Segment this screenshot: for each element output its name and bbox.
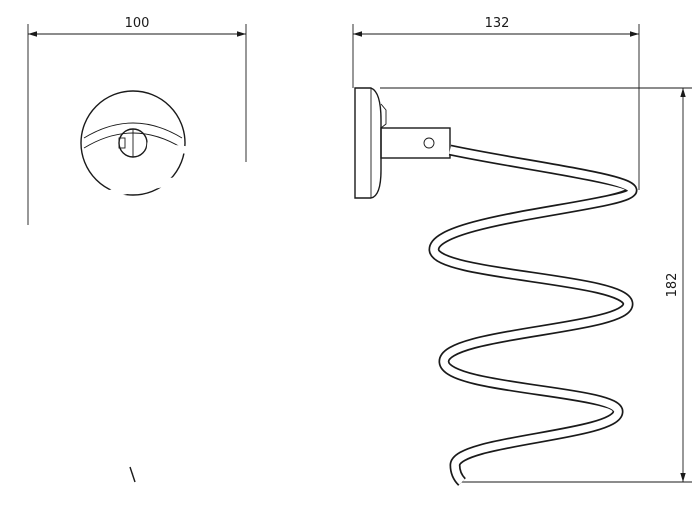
plate-body xyxy=(354,87,382,199)
arm-block-body xyxy=(380,127,451,159)
dimension-label-side-width: 132 xyxy=(485,16,510,31)
front-view: 100 xyxy=(27,16,247,483)
rod-end-cap xyxy=(129,466,136,483)
hub-nub xyxy=(118,137,126,149)
spiral-rod-fill xyxy=(32,142,244,478)
dimension-front-width: 100 xyxy=(27,16,247,225)
dimension-label-front-width: 100 xyxy=(125,16,150,31)
spiral-rod-front xyxy=(32,142,244,483)
wall-plate-side xyxy=(354,87,387,199)
rosette-outer-circle xyxy=(80,90,186,196)
rosette-inner-arc xyxy=(83,122,183,139)
side-view: 132 182 xyxy=(352,16,692,486)
spiral-rod-side xyxy=(428,144,638,486)
spiral-rod-fill xyxy=(430,146,636,485)
dimension-side-height: 182 xyxy=(380,87,692,483)
dimension-label-side-height: 182 xyxy=(665,273,680,298)
set-screw-circle xyxy=(423,137,435,149)
dimension-side-width: 132 xyxy=(352,16,640,190)
arm-block xyxy=(380,127,451,159)
plate-lip xyxy=(380,103,387,129)
arm-hub xyxy=(118,128,148,158)
